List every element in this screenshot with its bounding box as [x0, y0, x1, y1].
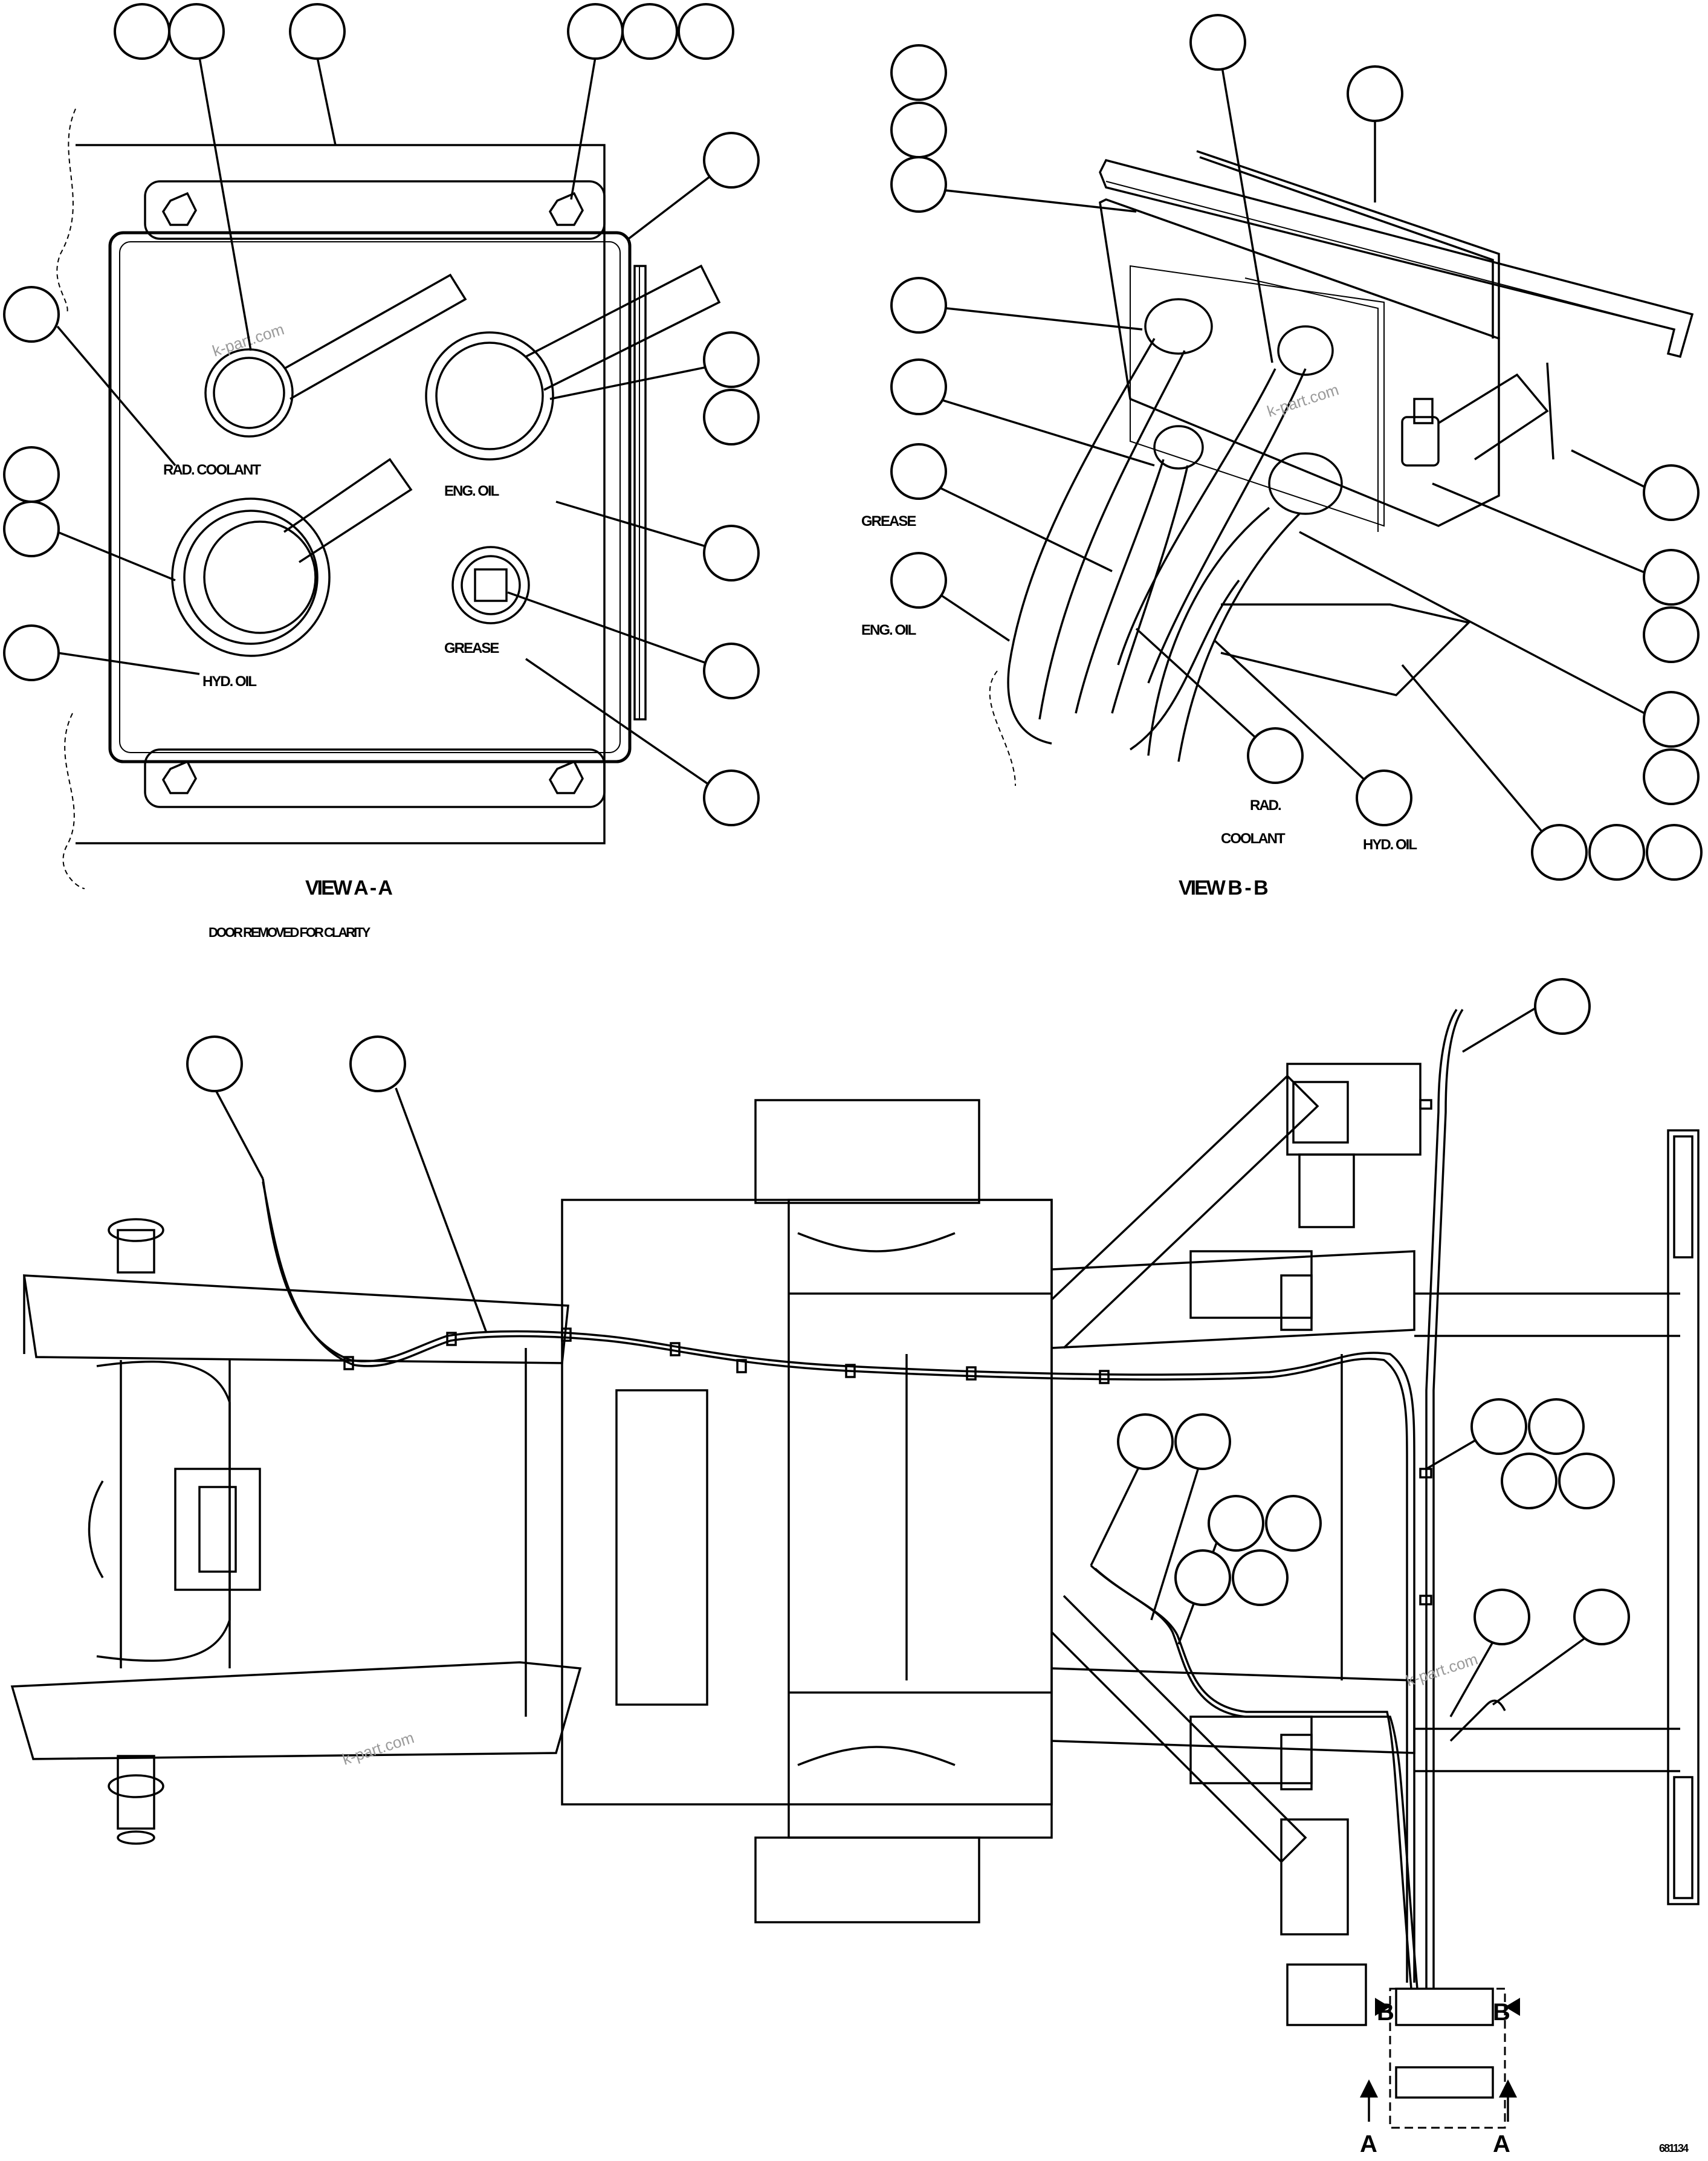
callout-bubble	[703, 132, 760, 189]
callout-bubble	[1189, 14, 1246, 71]
callout-bubble	[1558, 1453, 1615, 1509]
callout-bubble	[890, 44, 947, 101]
callout-bubble	[1643, 748, 1700, 805]
main-chassis-view: B B A A 681134 k-part.com k-part.com	[10, 978, 1700, 2157]
callout-bubble	[703, 769, 760, 826]
callout-bubble	[890, 443, 947, 500]
label-coolant: COOLANT	[1221, 831, 1286, 847]
callout-bubble	[890, 102, 947, 158]
callout-bubble	[703, 331, 760, 388]
callout-bubble	[3, 624, 60, 681]
callout-bubble	[703, 643, 760, 699]
callout-bubble	[1356, 769, 1412, 826]
callout-bubble	[1174, 1549, 1231, 1606]
callout-bubble	[1473, 1589, 1530, 1645]
callout-bubble	[1174, 1413, 1231, 1470]
callout-bubble	[1643, 549, 1700, 606]
label-hyd-oil-b: HYD. OIL	[1363, 837, 1417, 853]
callout-bubble	[1643, 464, 1700, 521]
callout-bubble	[1208, 1495, 1264, 1552]
callout-bubble	[621, 3, 678, 60]
callout-bubble	[1646, 824, 1703, 881]
callout-bubble	[186, 1035, 243, 1092]
callout-bubble	[1232, 1549, 1289, 1606]
callout-bubble	[1347, 65, 1403, 122]
callout-bubble	[1265, 1495, 1322, 1552]
section-letter-a-left: A	[1360, 2131, 1377, 2157]
callout-bubble	[1501, 1453, 1558, 1509]
label-eng-oil: ENG. OIL	[444, 483, 499, 499]
label-eng-oil-b: ENG. OIL	[861, 622, 916, 638]
callout-bubble	[890, 552, 947, 609]
callout-bubble	[1573, 1589, 1630, 1645]
label-rad: RAD.	[1250, 797, 1281, 814]
callout-bubble	[1247, 727, 1304, 784]
callout-bubble	[3, 286, 60, 343]
callout-bubble	[1588, 824, 1645, 881]
label-hyd-oil: HYD. OIL	[202, 673, 256, 690]
label-grease-b: GREASE	[861, 513, 916, 530]
label-rad-coolant: RAD. COOLANT	[163, 462, 261, 478]
callout-bubble	[890, 358, 947, 415]
label-grease: GREASE	[444, 640, 499, 656]
callout-bubble	[1531, 824, 1588, 881]
section-letter-b-right: B	[1493, 1999, 1510, 2026]
callout-bubble	[3, 446, 60, 503]
drawing-number: 681134	[1659, 2142, 1689, 2154]
callout-bubble	[890, 277, 947, 334]
caption-view-b: VIEW B - B	[1179, 876, 1268, 899]
callout-bubble	[168, 3, 225, 60]
section-letter-b-left: B	[1377, 1999, 1394, 2026]
callout-bubble	[1470, 1398, 1527, 1455]
view-a-a: RAD. COOLANT ENG. OIL HYD. OIL GREASE k-…	[3, 3, 760, 940]
callout-bubble	[678, 3, 734, 60]
callout-bubble	[703, 525, 760, 582]
callout-bubble	[1643, 691, 1700, 748]
section-letter-a-right: A	[1493, 2131, 1510, 2157]
view-b-b: GREASE ENG. OIL RAD. COOLANT HYD. OIL k-…	[861, 14, 1703, 899]
callout-bubble	[567, 3, 624, 60]
callout-bubble	[1117, 1413, 1174, 1470]
callout-bubble	[114, 3, 170, 60]
callout-bubble	[1528, 1398, 1585, 1455]
caption-view-a: VIEW A - A	[305, 876, 392, 899]
callout-bubble	[890, 156, 947, 213]
watermark: k-part.com	[1265, 380, 1341, 420]
callout-bubble	[289, 3, 346, 60]
callout-bubble	[1643, 606, 1700, 663]
caption-door-removed: DOOR REMOVED FOR CLARITY	[209, 925, 371, 940]
callout-bubble	[1534, 978, 1591, 1035]
callout-bubble	[349, 1035, 406, 1092]
callout-bubble	[703, 389, 760, 445]
watermark: k-part.com	[340, 1728, 416, 1768]
callout-bubble	[3, 501, 60, 557]
